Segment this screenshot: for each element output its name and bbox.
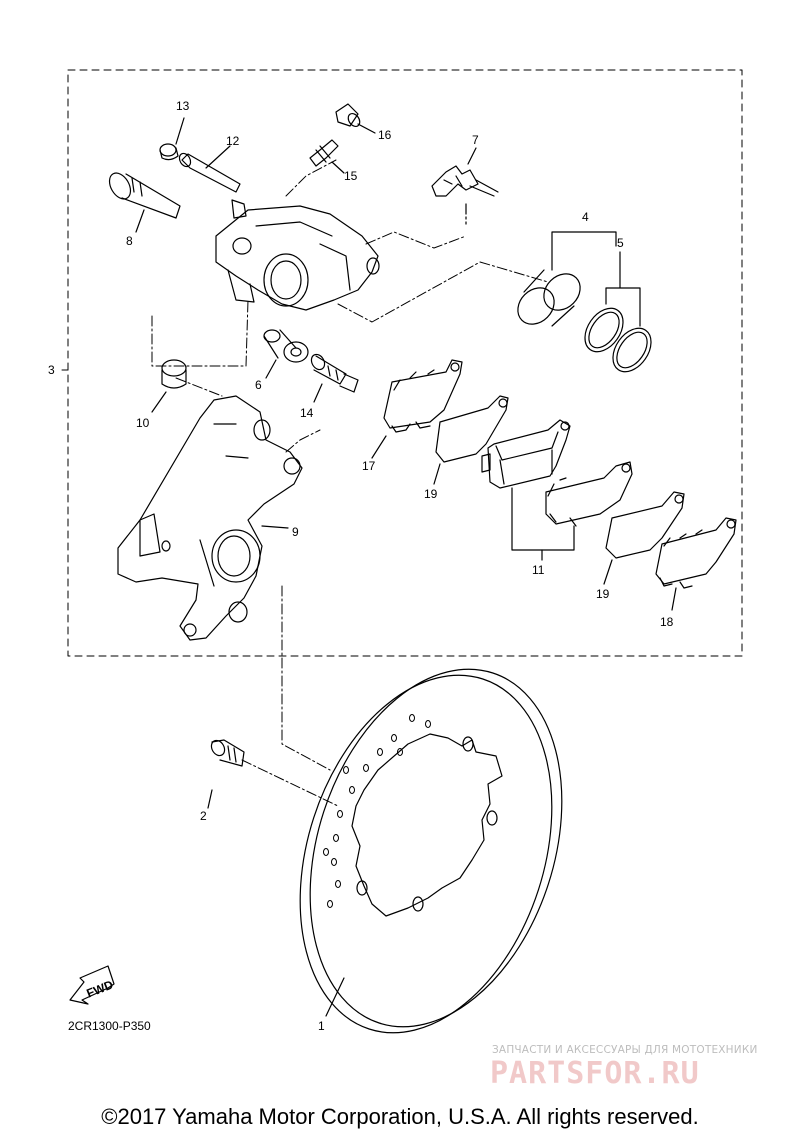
part-1-brake-disc — [299, 668, 563, 1034]
part-10-bushing — [151, 359, 187, 413]
rotor-leader — [281, 585, 331, 771]
callout-7: 7 — [472, 133, 479, 147]
callout-3: 3 — [48, 363, 55, 377]
part-11-pad-set — [481, 419, 633, 561]
callout-4: 4 — [582, 210, 589, 224]
callout-15: 15 — [344, 169, 358, 183]
callout-1: 1 — [318, 1019, 325, 1033]
copyright-notice: ©2017 Yamaha Motor Corporation, U.S.A. A… — [101, 1104, 699, 1129]
callout-9: 9 — [292, 525, 299, 539]
part-9-bracket — [117, 395, 321, 641]
callout-11: 11 — [532, 563, 545, 577]
callout-8: 8 — [126, 234, 133, 248]
callout-12: 12 — [226, 134, 240, 148]
callout-13: 13 — [176, 99, 190, 113]
part-19-upper-shim — [433, 395, 509, 485]
callout-10: 10 — [136, 416, 150, 430]
part-15-bleed-screw — [309, 139, 345, 174]
callout-16: 16 — [378, 128, 392, 142]
part-19-lower-shim — [603, 491, 685, 585]
diagram-code: 2CR1300-P350 — [68, 1019, 151, 1033]
part-4-piston — [517, 231, 617, 327]
watermark-tagline: ЗАПЧАСТИ И АКСЕССУАРЫ ДЛЯ МОТОТЕХНИКИ — [492, 1044, 758, 1056]
callout-19-upper: 19 — [424, 487, 438, 501]
part-12-pin — [178, 145, 241, 193]
fwd-arrow-icon — [69, 965, 115, 1005]
callout-2: 2 — [200, 809, 207, 823]
callout-17: 17 — [362, 459, 376, 473]
callout-19-lower: 19 — [596, 587, 610, 601]
callout-5: 5 — [617, 236, 624, 250]
bolt-leader — [241, 759, 339, 807]
watermark-logo: PARTSFOR.RU — [490, 1056, 700, 1091]
part-8-bolt — [108, 172, 181, 233]
callout-18: 18 — [660, 615, 674, 629]
part-7-spring — [431, 147, 499, 225]
callout-14: 14 — [300, 406, 314, 420]
part-2-rotor-bolt — [207, 739, 245, 809]
callout-6: 6 — [255, 378, 262, 392]
part-18-pad — [655, 517, 737, 611]
part-13-plug — [159, 117, 185, 161]
callout-labels: 1 2 3 4 5 6 7 8 9 10 11 12 13 14 15 16 1… — [48, 99, 674, 1033]
assembly-boundary — [67, 69, 743, 657]
fwd-label: FWD — [85, 977, 116, 1000]
part-17-pad — [371, 359, 463, 459]
caliper-body — [215, 199, 380, 311]
part-6-sleeve — [263, 329, 309, 379]
part-5-seals — [584, 251, 652, 373]
part-16-cap — [335, 103, 376, 134]
caliper-leaders — [151, 159, 549, 397]
part-14-pin — [310, 353, 359, 403]
